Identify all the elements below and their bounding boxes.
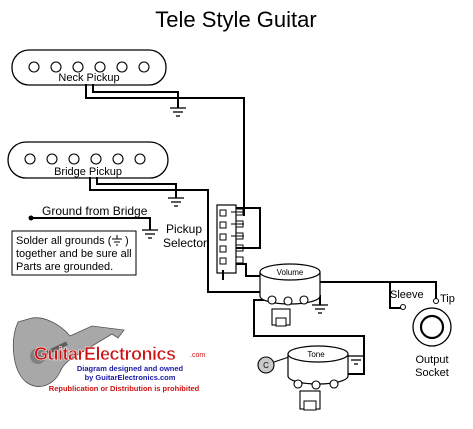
- ground-symbol-neck: [170, 107, 186, 117]
- tone-pot: Tone: [287, 345, 349, 411]
- wiring: [28, 84, 437, 375]
- svg-text:Solder all grounds (: Solder all grounds (: [16, 235, 112, 247]
- jack-tip-label: Tip: [440, 293, 455, 305]
- neck-pickup: Neck Pickup: [11, 49, 167, 86]
- credit-line3: Republication or Distribution is prohibi…: [49, 384, 200, 393]
- pickup-selector-label-line2: Selector: [163, 236, 207, 250]
- guitar-silhouette-icon: [13, 317, 125, 387]
- note-line1-post: ): [125, 235, 129, 247]
- ground-symbol-volume: [312, 304, 328, 314]
- neck-pickup-label: Neck Pickup: [58, 72, 119, 84]
- output-jack: [400, 298, 452, 347]
- logo-text: GuitarElectronics: [34, 344, 176, 364]
- pickup-selector-switch: [216, 204, 244, 274]
- bridge-pickup-pole-pieces: [24, 153, 146, 165]
- credit-line1: Diagram designed and owned: [77, 364, 184, 373]
- tone-capacitor: C: [257, 356, 275, 374]
- credit-line2: by GuitarElectronics.com: [85, 373, 176, 382]
- volume-label: Volume: [277, 268, 304, 277]
- output-socket-label-line2: Socket: [415, 367, 449, 379]
- pickup-selector-label-line1: Pickup: [166, 222, 202, 236]
- bridge-pickup: Bridge Pickup: [7, 141, 169, 179]
- bridge-pickup-label: Bridge Pickup: [54, 166, 122, 178]
- ground-symbol-bridge: [168, 197, 184, 207]
- ground-symbol-inline: [112, 235, 122, 246]
- ground-symbol-bridge-wire: [142, 229, 158, 239]
- ground-symbol-tone: [348, 355, 364, 365]
- logo-suffix: .com: [190, 352, 205, 359]
- diagram-title: Tele Style Guitar: [155, 7, 316, 32]
- note-line3: Parts are grounded.: [16, 261, 113, 273]
- output-socket-label-line1: Output: [415, 354, 448, 366]
- capacitor-label: C: [263, 361, 269, 370]
- volume-lugs: [267, 295, 309, 306]
- tone-lugs: [293, 379, 339, 390]
- note-line1-pre: Solder all grounds (: [16, 235, 112, 247]
- ground-from-bridge-label: Ground from Bridge: [42, 204, 148, 218]
- jack-sleeve-label: Sleeve: [390, 289, 424, 301]
- note-line2: together and be sure all: [16, 248, 132, 260]
- volume-pot: Volume: [259, 263, 321, 327]
- tone-label: Tone: [307, 350, 325, 359]
- guitarelectronics-logo: GuitarElectronics .com Diagram designed …: [13, 317, 205, 393]
- neck-pickup-pole-pieces: [28, 61, 150, 73]
- grounding-note: Solder all grounds ( ) together and be s…: [11, 230, 137, 276]
